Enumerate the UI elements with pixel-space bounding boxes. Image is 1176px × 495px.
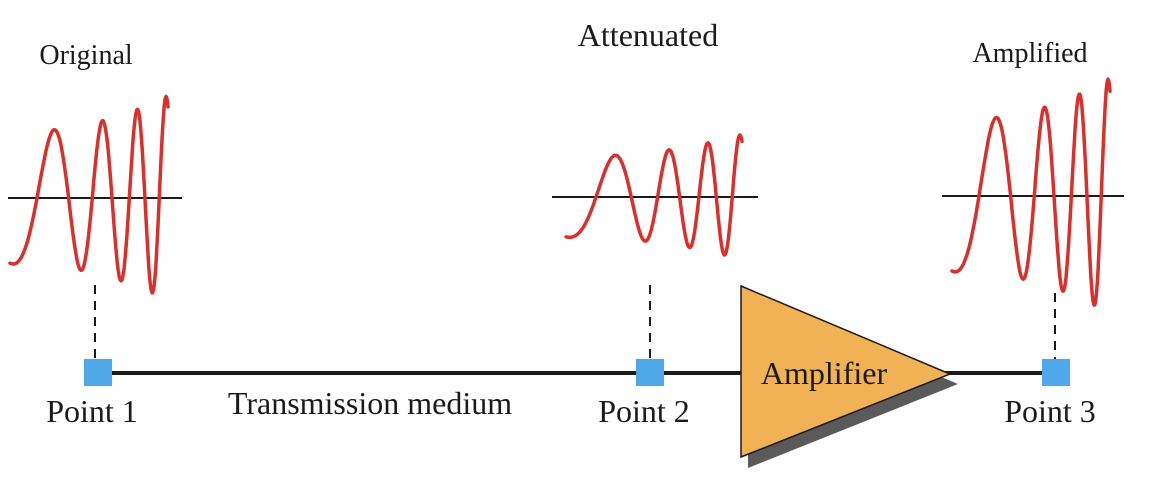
node-point-3 bbox=[1042, 359, 1070, 386]
label-point-3: Point 3 bbox=[1004, 393, 1096, 429]
node-point-2 bbox=[636, 359, 664, 386]
waveform-attenuated bbox=[564, 132, 744, 257]
label-original: Original bbox=[39, 40, 133, 71]
node-point-1 bbox=[84, 359, 112, 386]
label-amplified: Amplified bbox=[972, 38, 1087, 69]
label-transmission-medium: Transmission medium bbox=[228, 385, 512, 421]
label-point-2: Point 2 bbox=[598, 393, 690, 429]
amplifier-triangle bbox=[740, 284, 952, 459]
label-attenuated: Attenuated bbox=[578, 17, 718, 53]
waveform-amplified bbox=[950, 76, 1112, 308]
label-point-1: Point 1 bbox=[46, 393, 138, 429]
amplifier-label: Amplifier bbox=[761, 355, 888, 391]
waveform-original bbox=[8, 94, 170, 295]
